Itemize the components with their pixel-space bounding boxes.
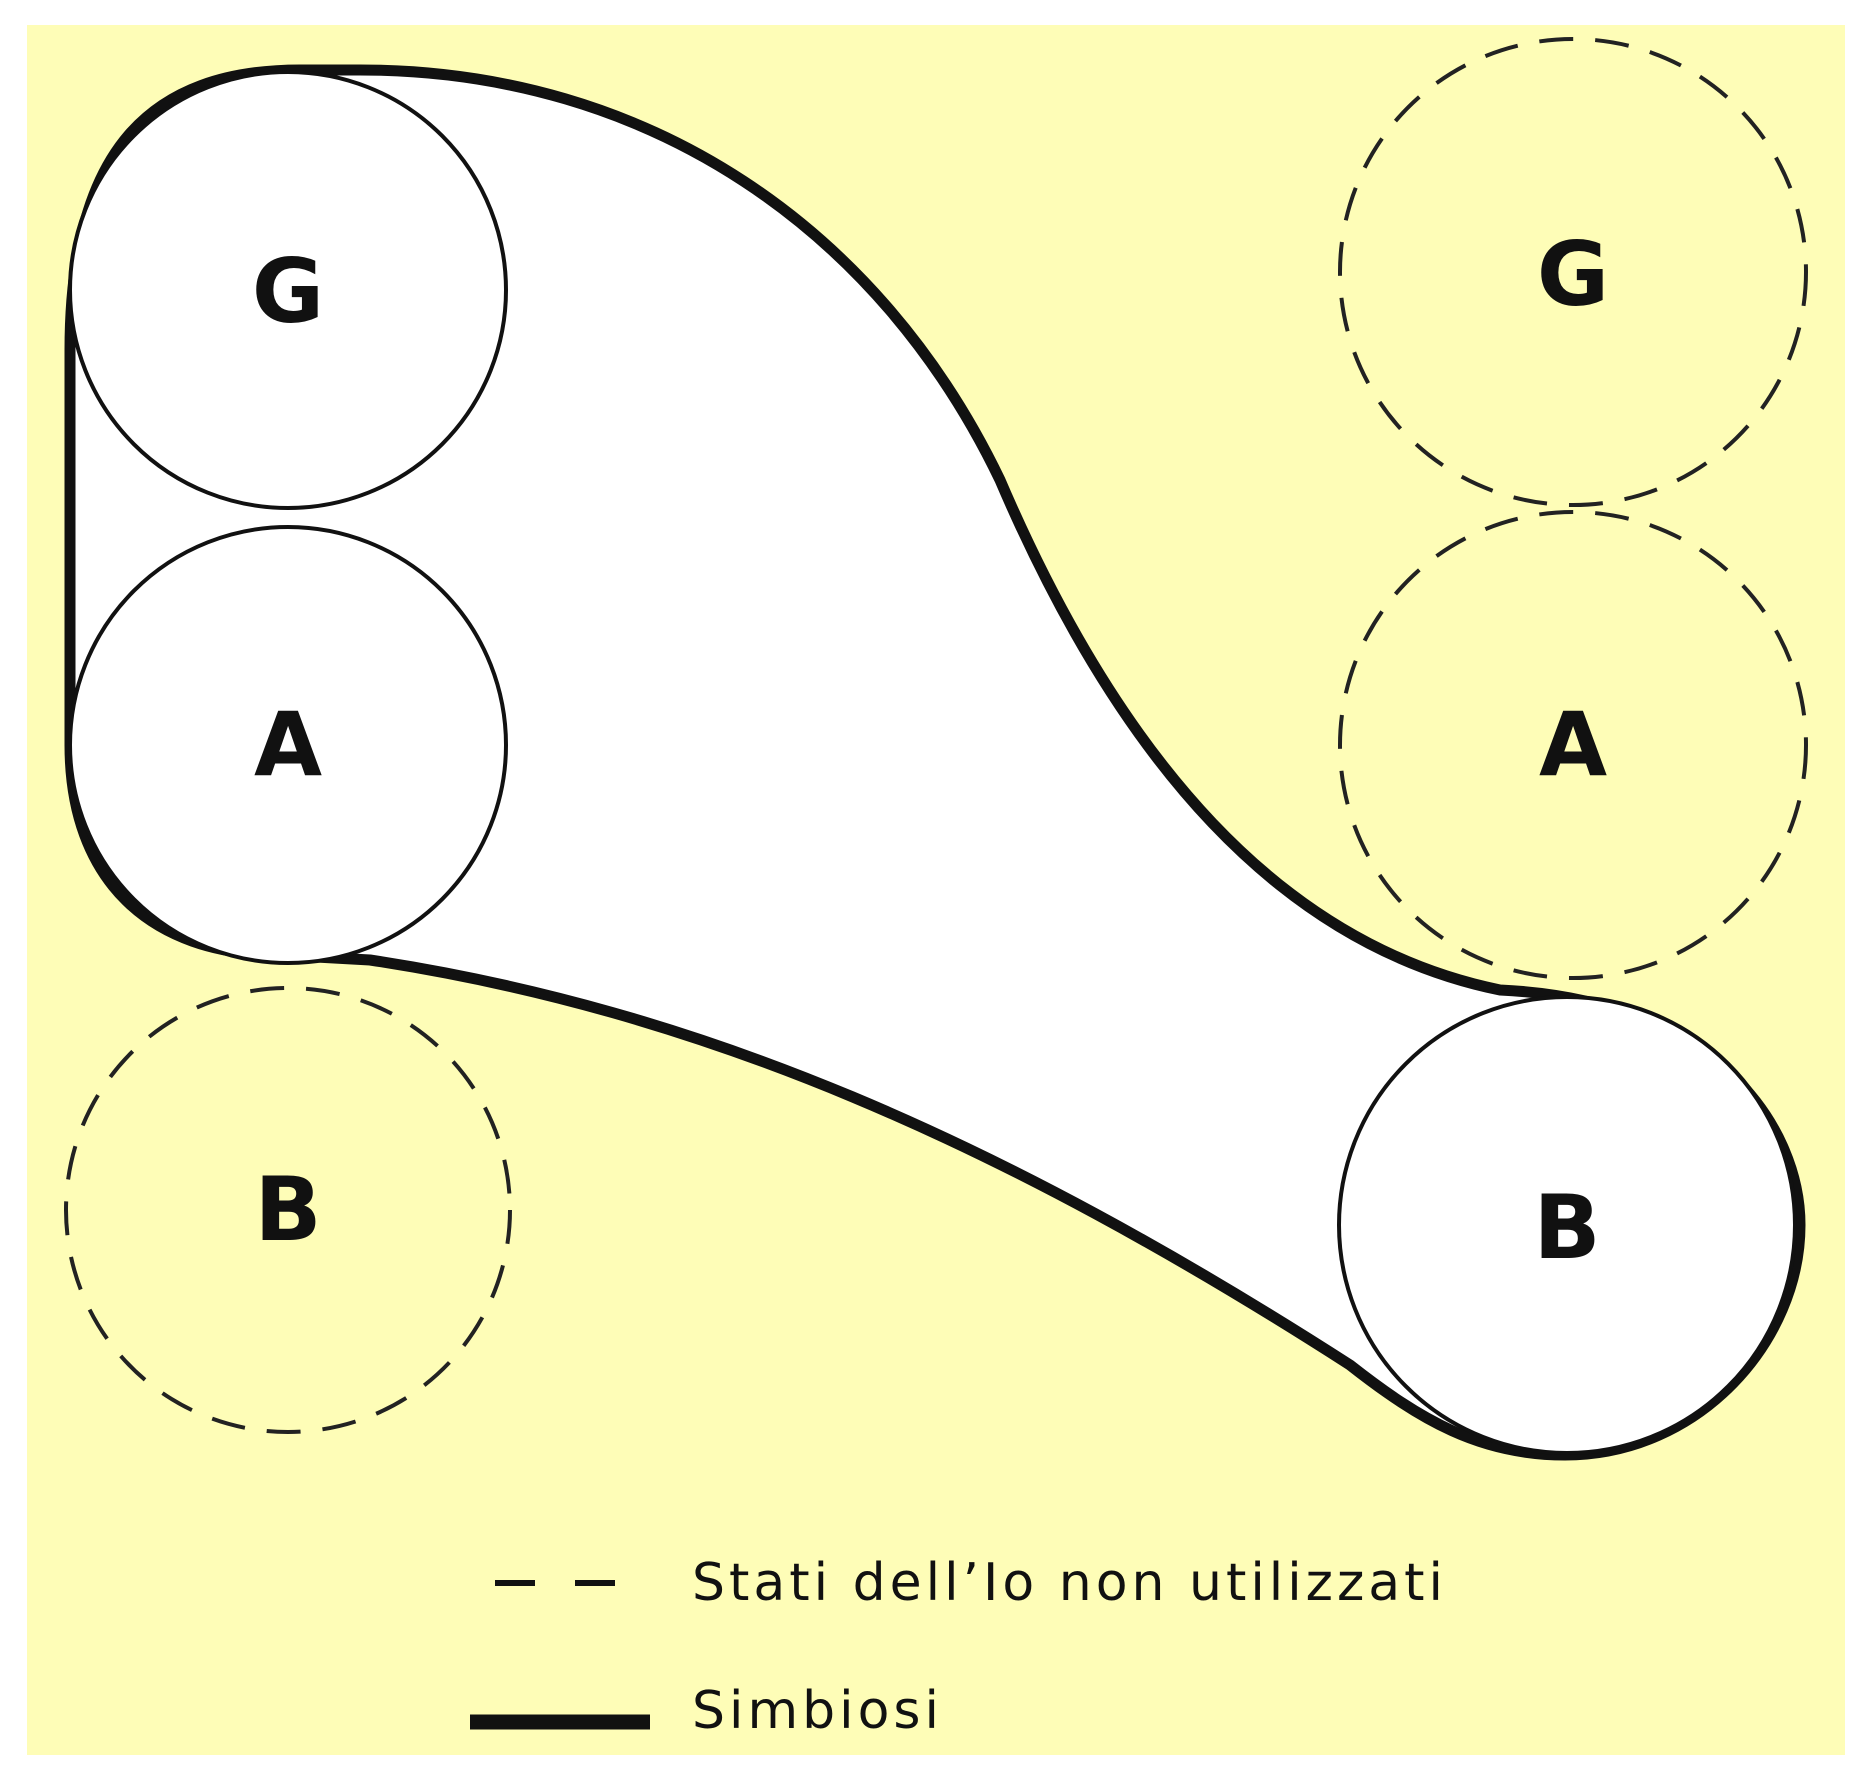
right-g-dashed-circle <box>1338 37 1808 507</box>
right-b-label: B <box>1533 1176 1600 1279</box>
left-b-dashed-circle <box>64 986 512 1434</box>
left-g-circle <box>68 70 508 510</box>
right-a-label: A <box>1539 693 1607 796</box>
right-g-label: G <box>1537 223 1609 326</box>
symbiosis-envelope <box>64 64 1806 1461</box>
left-a-label: A <box>254 693 322 796</box>
legend-solid-label: Simbiosi <box>692 1681 943 1741</box>
left-g-label: G <box>252 240 324 343</box>
right-b-circle <box>1337 995 1797 1455</box>
left-b-label: B <box>254 1158 321 1261</box>
right-a-dashed-circle <box>1338 510 1808 980</box>
left-a-circle <box>68 525 508 965</box>
legend-dashed-label: Stati dell’Io non utilizzati <box>692 1553 1447 1613</box>
